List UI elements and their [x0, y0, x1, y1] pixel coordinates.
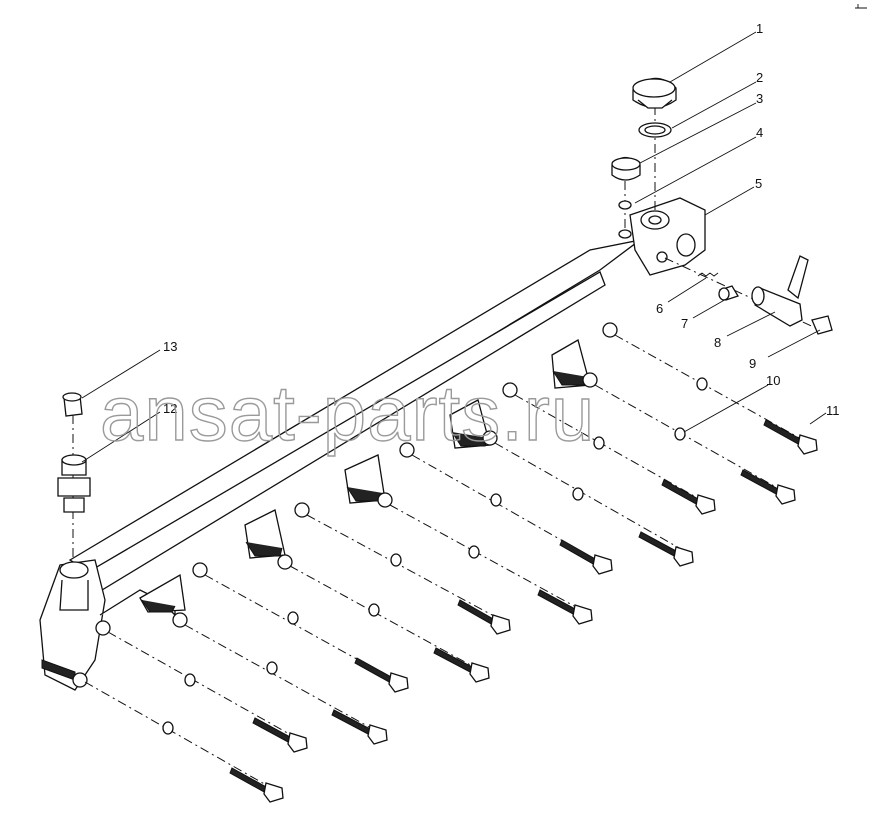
- bolts: [229, 419, 818, 803]
- top-plug-cap: [632, 77, 677, 109]
- fuel-rail-manifold: [39, 197, 706, 691]
- callout-9: 9: [749, 356, 756, 371]
- callout-7: 7: [681, 316, 688, 331]
- callout-13: 13: [163, 339, 177, 354]
- callout-1: 1: [756, 21, 763, 36]
- bolt: [433, 647, 490, 683]
- bolt: [638, 531, 694, 567]
- spring-6: [697, 272, 719, 277]
- bolt: [252, 717, 308, 753]
- callout-10: 10: [766, 373, 780, 388]
- callout-2: 2: [756, 70, 763, 85]
- nut-9: [811, 315, 833, 335]
- corner-mark: [855, 4, 867, 9]
- bolt: [740, 469, 796, 505]
- bolt: [559, 539, 613, 575]
- callout-3: 3: [756, 91, 763, 106]
- watermark: ansat-parts.ru: [100, 369, 595, 457]
- callout-5: 5: [755, 176, 762, 191]
- callout-6: 6: [656, 301, 663, 316]
- callout-11: 11: [826, 403, 840, 418]
- leader-lines: [81, 31, 827, 463]
- bolt: [331, 709, 388, 745]
- bolt: [537, 589, 593, 625]
- bolt: [354, 657, 409, 693]
- sensor-8: [751, 255, 809, 327]
- cap-13: [62, 392, 83, 417]
- washers: [162, 377, 708, 735]
- callout-12: 12: [163, 401, 177, 416]
- callout-8: 8: [714, 335, 721, 350]
- bolt: [229, 767, 284, 803]
- bolt: [457, 599, 511, 635]
- callout-4: 4: [756, 125, 763, 140]
- adapter-12: [57, 454, 91, 513]
- small-plug: [611, 156, 641, 181]
- small-washer: [618, 200, 632, 210]
- plug-7: [718, 285, 739, 301]
- bolt: [661, 479, 716, 515]
- bolt: [763, 419, 818, 455]
- callout-labels: 1 2 3 4 5 6 7 8 9 10 11 12 13: [163, 21, 840, 418]
- manifold-bosses: [72, 322, 618, 688]
